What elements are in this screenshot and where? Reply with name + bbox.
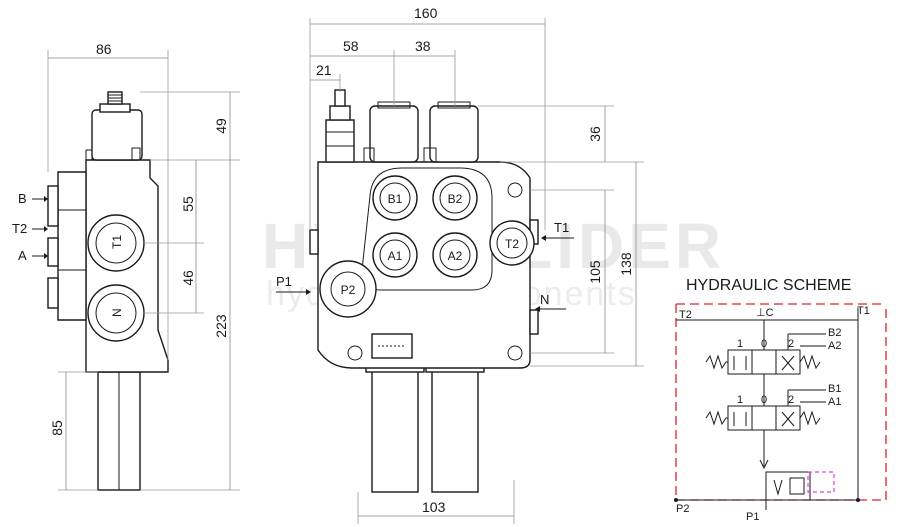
front-cap-1 <box>369 105 419 163</box>
front-port-B1-label: B1 <box>388 192 403 206</box>
scheme-T2: T2 <box>679 309 692 321</box>
scheme-B1: B1 <box>828 383 841 395</box>
scheme-A1: A1 <box>828 396 841 408</box>
dim-front-36: 36 <box>587 126 603 142</box>
scheme-border <box>675 304 887 501</box>
dim-front-160: 160 <box>414 5 438 21</box>
scheme-title: HYDRAULIC SCHEME <box>686 277 851 294</box>
side-label-B: B <box>18 191 27 206</box>
scheme-valve-upper: 1 0 2 <box>705 338 821 375</box>
front-label-T1: T1 <box>554 220 569 235</box>
front-cap-2 <box>429 105 479 163</box>
front-port-T2 <box>489 220 535 266</box>
front-port-A1 <box>372 232 418 278</box>
side-view: T1 N B T2 A 86 49 223 55 46 85 <box>12 41 240 491</box>
mount-hole-bottom-right <box>507 345 523 361</box>
front-port-T2-label: T2 <box>505 237 519 251</box>
scheme-P2: P2 <box>676 503 689 515</box>
front-relief <box>325 119 355 163</box>
scheme-valve-lower: 1 0 2 <box>705 394 821 431</box>
scheme-T1: T1 <box>857 305 870 317</box>
dim-side-top: 49 <box>213 118 229 134</box>
side-port-N-label: N <box>110 308 124 317</box>
scheme-B2: B2 <box>828 327 841 339</box>
side-cap <box>91 109 143 161</box>
front-port-B1 <box>372 175 418 221</box>
front-port-A2-label: A2 <box>448 249 463 263</box>
front-port-B2-label: B2 <box>448 192 463 206</box>
scheme-relief-valve <box>765 471 835 501</box>
scheme-C: ⊥C <box>756 307 774 319</box>
svg-text:1: 1 <box>737 338 743 350</box>
side-label-A: A <box>18 248 27 263</box>
front-port-P2 <box>319 260 377 318</box>
side-port-T1-label: T1 <box>110 235 124 249</box>
scheme-relief-pilot <box>807 471 835 493</box>
dim-front-105: 105 <box>587 260 603 284</box>
scheme-P1: P1 <box>746 511 759 523</box>
dim-front-138: 138 <box>618 252 634 276</box>
dim-front-58: 58 <box>343 38 359 54</box>
side-left-plate <box>57 171 87 321</box>
dim-side-total: 223 <box>213 314 229 338</box>
dim-side-55: 55 <box>180 196 196 212</box>
front-port-B2 <box>432 175 478 221</box>
hydraulic-scheme: HYDRAULIC SCHEME T2 ⊥C T1 B2 A2 1 0 2 <box>674 277 887 523</box>
svg-text:1: 1 <box>737 394 743 406</box>
front-body <box>317 161 531 369</box>
side-label-T2: T2 <box>12 221 27 236</box>
front-spool-1 <box>371 365 419 493</box>
dim-front-38: 38 <box>415 38 431 54</box>
front-port-A2 <box>432 232 478 278</box>
front-port-P2-label: P2 <box>341 283 356 297</box>
scheme-A2: A2 <box>828 340 841 352</box>
mount-hole-top <box>507 182 523 198</box>
front-port-A1-label: A1 <box>388 249 403 263</box>
dim-front-103: 103 <box>422 499 446 515</box>
front-label-P1: P1 <box>276 274 292 289</box>
svg-text:2: 2 <box>788 338 794 350</box>
mount-hole-bottom-left <box>347 345 363 361</box>
dim-side-46: 46 <box>180 270 196 286</box>
dim-front-21: 21 <box>316 62 332 78</box>
svg-text:2: 2 <box>788 394 794 406</box>
dim-side-width: 86 <box>96 41 112 57</box>
front-label-N: N <box>540 292 549 307</box>
front-spool-2 <box>431 365 479 493</box>
dim-side-spool: 85 <box>49 420 65 436</box>
front-view: B1 B2 A1 A2 T2 P2 P1 T1 N 160 <box>276 5 644 524</box>
